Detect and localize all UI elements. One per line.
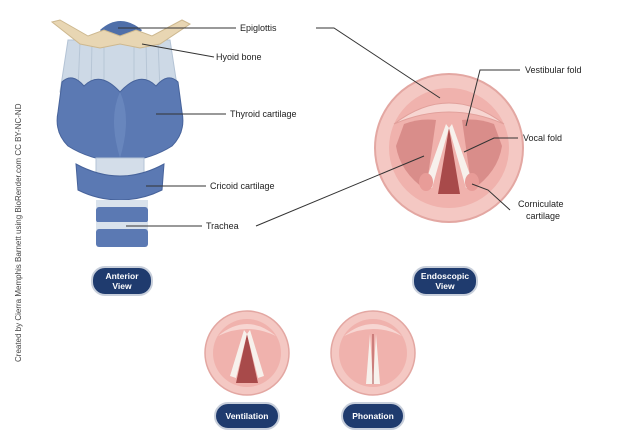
- phonation-label: Phonation: [352, 411, 394, 421]
- endoscopic-view-button[interactable]: Endoscopic View: [412, 266, 478, 296]
- ventilation-button[interactable]: Ventilation: [214, 402, 280, 430]
- label-corniculate-cartilage-line1: Corniculate: [518, 199, 564, 209]
- phonation-button[interactable]: Phonation: [341, 402, 405, 430]
- anterior-view-label-line2: View: [112, 281, 132, 291]
- label-hyoid-bone: Hyoid bone: [216, 52, 262, 62]
- larynx-anterior-illustration: [50, 19, 191, 247]
- label-vestibular-fold: Vestibular fold: [525, 65, 582, 75]
- hyoid-bone-shape: [50, 19, 191, 49]
- phonation-illustration: [330, 310, 416, 396]
- anterior-view-label-line1: Anterior: [105, 271, 139, 281]
- trachea-ring: [96, 229, 148, 247]
- cricoid-cartilage-shape: [75, 163, 165, 201]
- label-cricoid-cartilage: Cricoid cartilage: [210, 181, 275, 191]
- label-thyroid-cartilage: Thyroid cartilage: [230, 109, 297, 119]
- leader-lines: [118, 27, 520, 227]
- endoscopic-view-label-line2: View: [435, 281, 455, 291]
- attribution-credit: Created by Cierra Memphis Barnett using …: [14, 103, 23, 362]
- trachea-ring: [96, 200, 148, 208]
- label-vocal-fold: Vocal fold: [523, 133, 562, 143]
- endoscopic-view-label-line1: Endoscopic: [420, 271, 470, 281]
- label-corniculate-cartilage-line2: cartilage: [526, 211, 560, 221]
- ventilation-illustration: [204, 310, 290, 396]
- endoscopic-view-illustration: [374, 73, 524, 223]
- label-trachea: Trachea: [206, 221, 239, 231]
- trachea-ring: [96, 222, 148, 230]
- label-epiglottis: Epiglottis: [240, 23, 277, 33]
- ventilation-label: Ventilation: [225, 411, 269, 421]
- anterior-view-button[interactable]: Anterior View: [91, 266, 153, 296]
- trachea-ring: [96, 207, 148, 223]
- thyroid-laryngeal-prominence: [114, 92, 126, 158]
